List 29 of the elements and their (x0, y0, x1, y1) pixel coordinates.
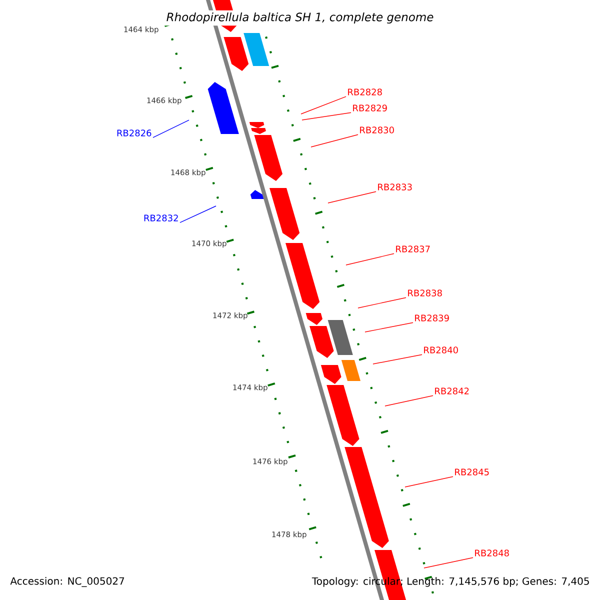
gene-label: RB2832 (144, 214, 178, 222)
gene-label: RB2838 (408, 290, 442, 296)
leader-line (328, 191, 376, 204)
info-text: Topology: circular; Length: 7,145,576 bp; Genes: 7,405 (312, 577, 589, 587)
leader-line (302, 112, 352, 120)
gene-label: RB2833 (378, 184, 412, 190)
leader-line (346, 253, 394, 266)
leader-line (310, 134, 358, 148)
leader-line (358, 297, 406, 308)
leader-line (424, 557, 474, 568)
leader-line (404, 476, 454, 488)
gene-label: RB2848 (475, 550, 509, 556)
gene-label: RB2842 (435, 388, 469, 394)
gene-label: RB2839 (415, 314, 449, 322)
leader-line (384, 395, 434, 406)
gene-label: RB2826 (117, 130, 152, 136)
leader-line (364, 322, 414, 332)
gene-label: RB2828 (348, 88, 382, 96)
gene-label: RB2829 (353, 104, 387, 112)
leader-line (180, 206, 216, 223)
gene-label: RB2845 (455, 468, 489, 476)
gene-label: RB2830 (360, 126, 394, 134)
info-text: Accession: NC_005027 (10, 577, 124, 587)
leader-line (300, 96, 346, 114)
leader-line (152, 120, 190, 138)
title: Rhodopirellula baltica SH 1, complete genome (164, 10, 436, 26)
gene-label: RB2840 (424, 346, 458, 354)
leader-line (372, 354, 422, 364)
gene-label: RB2837 (396, 246, 430, 252)
